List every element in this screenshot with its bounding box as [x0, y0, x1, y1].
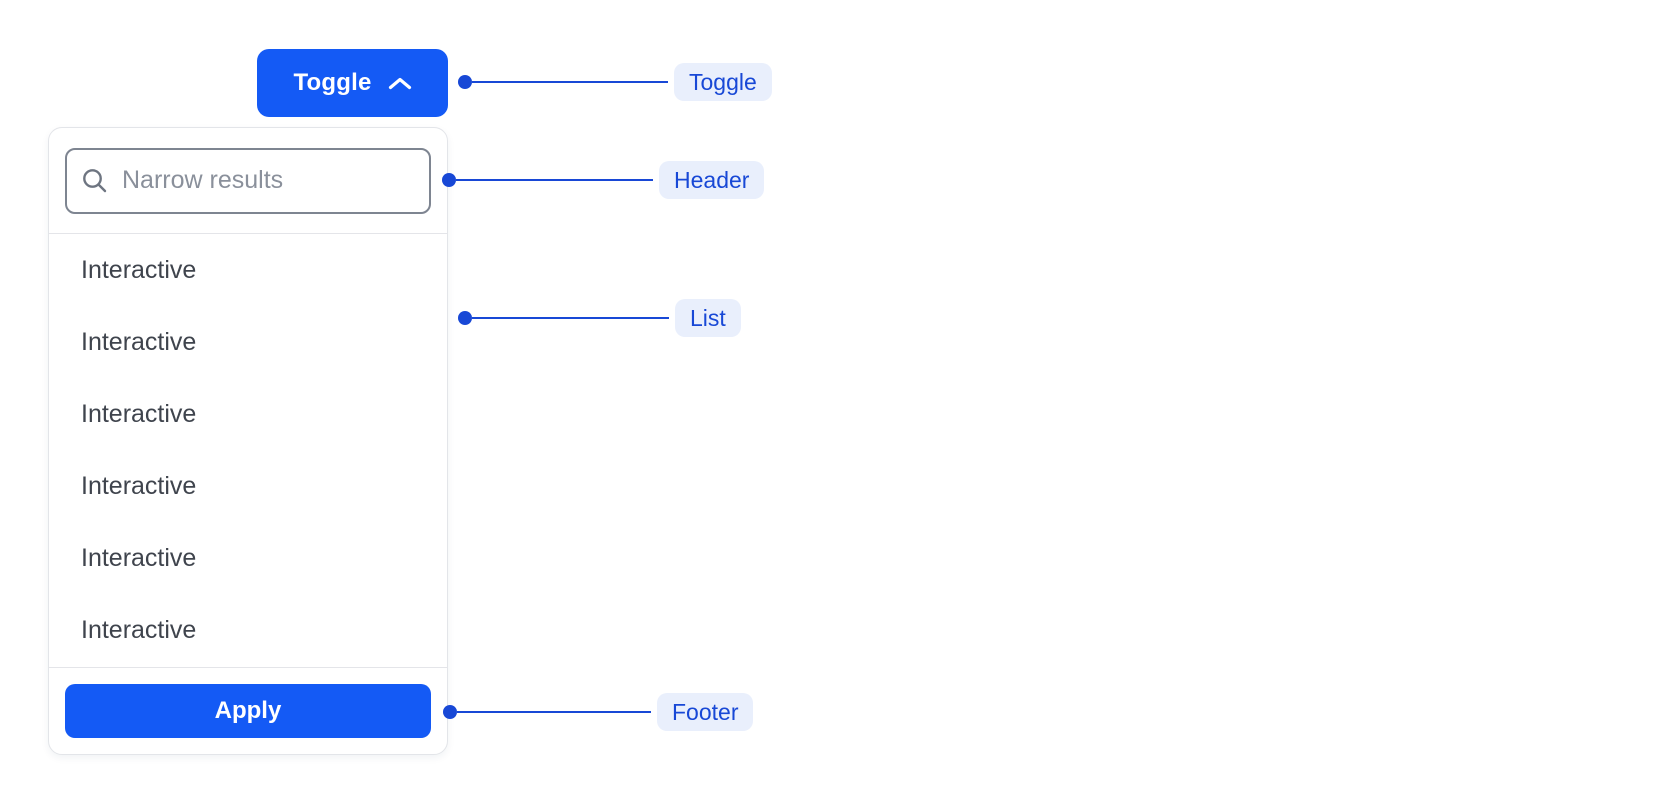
- toggle-button-label: Toggle: [293, 69, 372, 96]
- annotation-label-footer: Footer: [657, 693, 754, 731]
- annotation-connector-line: [472, 316, 669, 320]
- annotation-toggle: Toggle: [458, 63, 772, 101]
- annotation-dot: [458, 311, 472, 325]
- annotation-connector-line: [457, 710, 651, 714]
- annotation-connector-line: [456, 178, 653, 182]
- list-item[interactable]: Interactive: [81, 616, 197, 645]
- annotation-label-header: Header: [659, 161, 765, 199]
- annotation-connector-line: [472, 80, 668, 84]
- search-input[interactable]: [120, 165, 415, 196]
- search-icon: [83, 169, 107, 193]
- annotation-dot: [443, 705, 457, 719]
- list-item[interactable]: Interactive: [81, 544, 197, 573]
- annotation-dot: [442, 173, 456, 187]
- dropdown-footer: Apply: [49, 667, 447, 754]
- annotation-footer: Footer: [443, 693, 754, 731]
- dropdown-list: Interactive Interactive Interactive Inte…: [49, 234, 447, 667]
- annotation-label-toggle: Toggle: [674, 63, 772, 101]
- dropdown-panel: Interactive Interactive Interactive Inte…: [48, 127, 448, 755]
- toggle-button[interactable]: Toggle: [257, 49, 448, 117]
- dropdown-header: [49, 128, 447, 234]
- list-item[interactable]: Interactive: [81, 399, 197, 428]
- annotation-dot: [458, 75, 472, 89]
- annotation-header: Header: [442, 161, 765, 199]
- search-field[interactable]: [65, 147, 431, 214]
- annotation-label-list: List: [675, 299, 741, 337]
- annotation-list: List: [458, 299, 741, 337]
- list-item[interactable]: Interactive: [81, 472, 197, 501]
- list-item[interactable]: Interactive: [81, 327, 197, 356]
- chevron-up-icon: [388, 77, 411, 89]
- apply-button[interactable]: Apply: [65, 684, 431, 738]
- list-item[interactable]: Interactive: [81, 255, 197, 284]
